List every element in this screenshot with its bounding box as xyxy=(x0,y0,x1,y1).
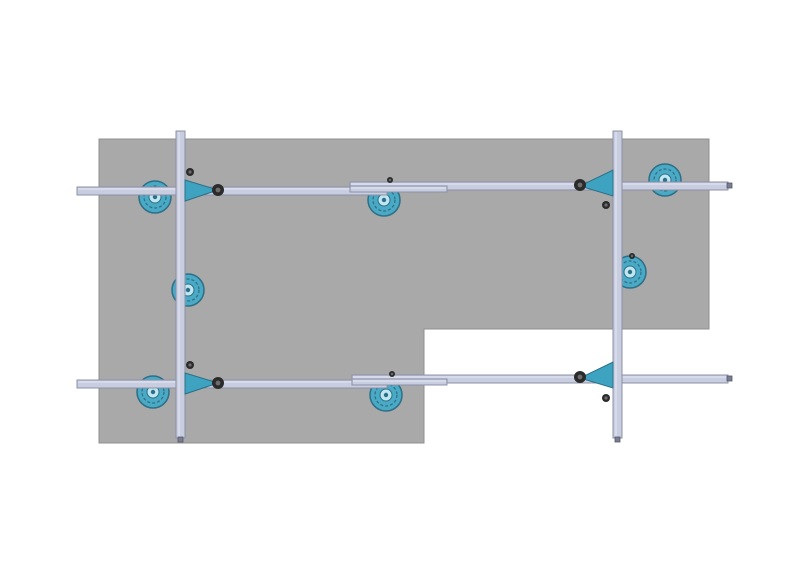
bracket-plate xyxy=(578,169,614,197)
knob-center xyxy=(215,380,221,386)
rail-vertical-left xyxy=(175,130,186,439)
clamp-knob xyxy=(602,201,610,209)
knob-center xyxy=(188,363,192,367)
clamp-knob xyxy=(387,177,393,183)
cap-body xyxy=(177,436,184,443)
rail-bottom-slider xyxy=(351,378,448,386)
knob-center xyxy=(604,396,608,400)
suction-cup-top-right xyxy=(648,163,682,197)
clamp-knob xyxy=(212,377,224,389)
knob-center xyxy=(188,170,192,174)
clamp-knob xyxy=(389,371,395,377)
knob-center xyxy=(604,203,608,207)
knob-center xyxy=(388,178,392,182)
knob-center xyxy=(630,254,634,258)
cup-valve xyxy=(152,194,158,200)
rail-top-slider xyxy=(349,185,448,193)
bracket-plate xyxy=(184,179,220,202)
clamp-knob xyxy=(212,184,224,196)
cup-valve xyxy=(383,392,389,398)
knob-center xyxy=(215,187,221,193)
cap-body xyxy=(726,182,733,189)
cup-valve xyxy=(185,287,191,293)
clamp-knob xyxy=(574,179,586,191)
knob-center xyxy=(577,182,583,188)
cup-ring xyxy=(653,168,677,192)
cup-ring xyxy=(176,278,200,302)
cup-ring xyxy=(618,260,642,284)
bracket-top-right xyxy=(578,169,614,197)
knob-center xyxy=(390,372,394,376)
rail-body xyxy=(351,378,448,386)
clamp-knob xyxy=(629,253,635,259)
cup-ring xyxy=(143,185,167,209)
cup-valve xyxy=(662,177,668,183)
suction-cup-top-left xyxy=(138,180,172,214)
bracket-bottom-right xyxy=(578,361,614,389)
rail-body xyxy=(175,130,186,439)
clamp-knob xyxy=(602,394,610,402)
knob-center xyxy=(577,374,583,380)
bracket-top-left xyxy=(184,179,220,202)
rail-body xyxy=(612,130,623,439)
bracket-plate xyxy=(184,372,220,395)
bracket-bottom-left xyxy=(184,372,220,395)
cup-valve xyxy=(627,269,633,275)
clamp-knob xyxy=(186,361,194,369)
rail-bottom-left xyxy=(76,379,388,389)
cup-valve xyxy=(150,389,156,395)
cap-body xyxy=(726,375,733,382)
rail-vertical-right xyxy=(612,130,623,439)
cup-valve xyxy=(381,197,387,203)
rail-body xyxy=(76,379,388,389)
rail-end-cap xyxy=(614,436,621,443)
cap-body xyxy=(614,436,621,443)
rail-end-cap xyxy=(726,375,733,382)
rail-end-cap xyxy=(177,436,184,443)
clamp-knob xyxy=(186,168,194,176)
l-shaped-glass-panel xyxy=(98,138,710,444)
rail-end-cap xyxy=(726,182,733,189)
bracket-plate xyxy=(578,361,614,389)
rail-top-left xyxy=(76,186,388,196)
clamp-knob xyxy=(574,371,586,383)
rail-body xyxy=(76,186,388,196)
rail-body xyxy=(349,185,448,193)
